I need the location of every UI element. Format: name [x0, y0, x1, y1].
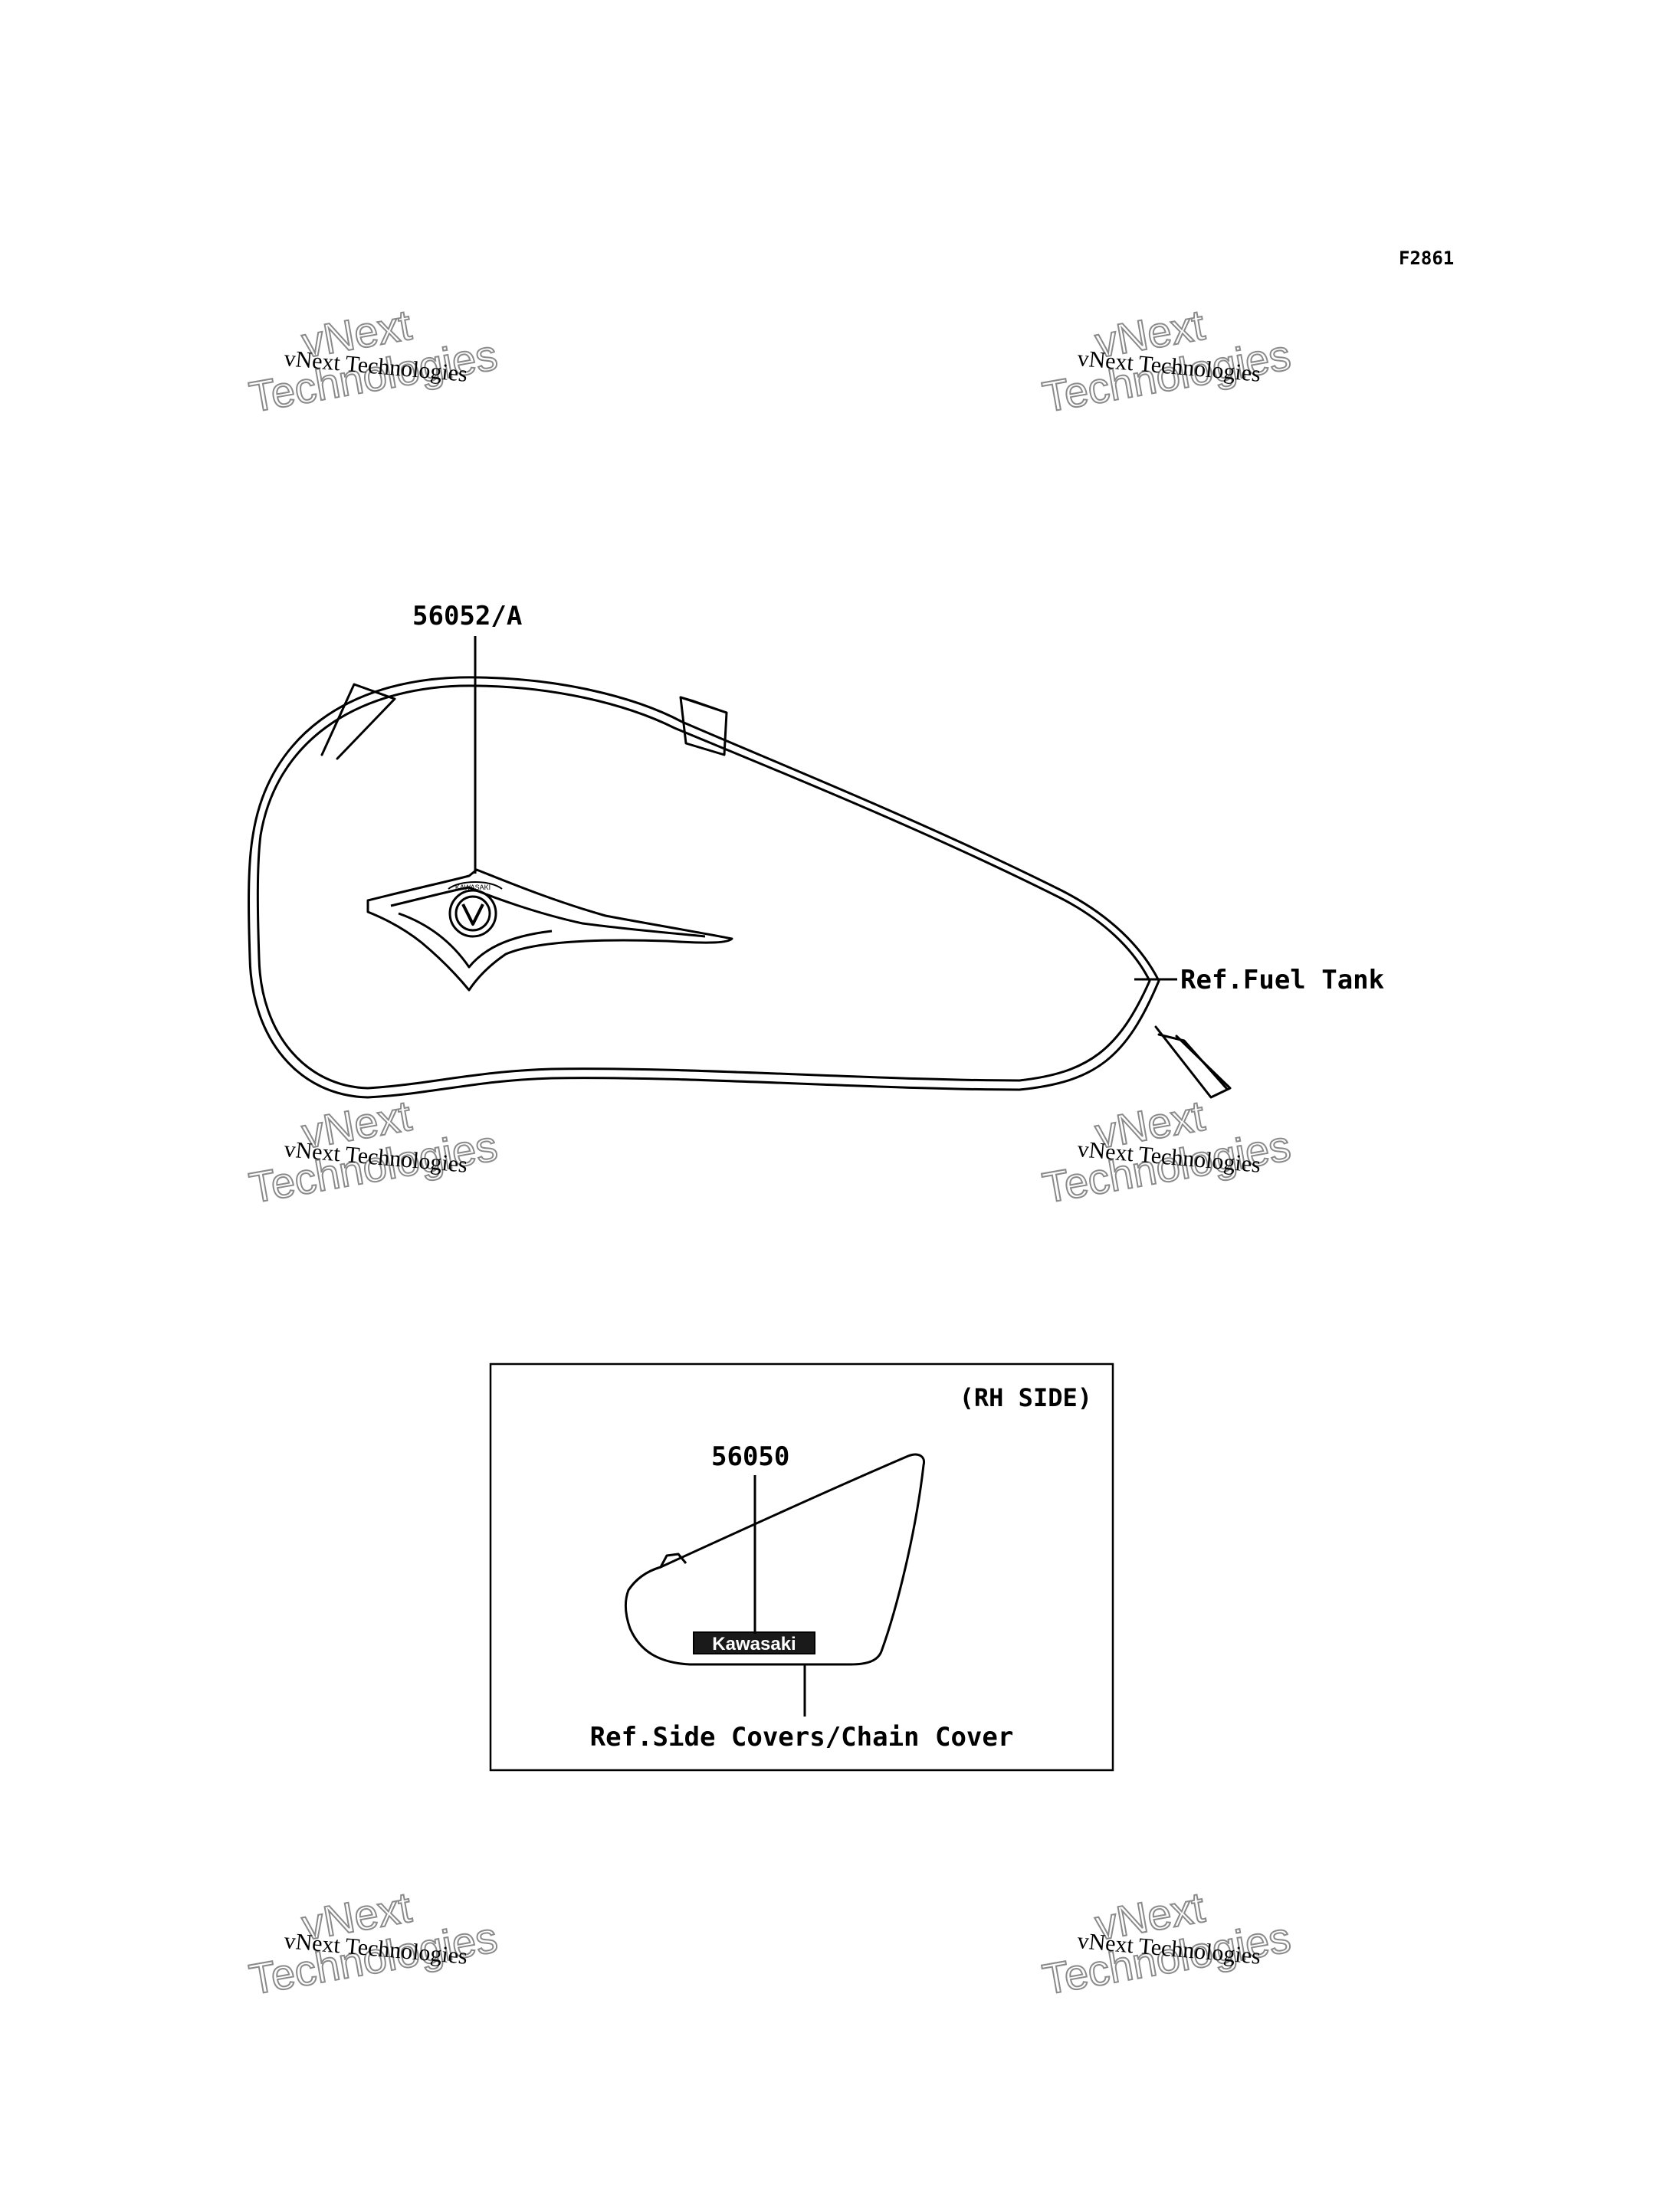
- tank-emblem-v-badge: [448, 889, 497, 938]
- fuel-tank-part-label: 56052/A: [412, 601, 522, 631]
- side-cover-drawing: [625, 1453, 926, 1666]
- side-cover-outline: [625, 1453, 926, 1666]
- tank-emblem-text: KAWASAKI: [455, 884, 491, 891]
- side-cover-box: [489, 1362, 1114, 1772]
- side-cover-decal-text: Kawasaki: [712, 1634, 796, 1654]
- figure-id: F2861: [1399, 248, 1454, 269]
- fuel-tank-inner-outline: [256, 684, 1151, 1090]
- side-cover-part-label: 56050: [711, 1441, 789, 1472]
- tank-emblem: [366, 868, 733, 992]
- side-cover-ref-label: Ref.Side Covers/Chain Cover: [590, 1722, 1014, 1753]
- fuel-tank-outer-outline: [248, 676, 1160, 1099]
- side-cover-side-label: (RH SIDE): [960, 1383, 1092, 1412]
- tank-emblem-v-letter: [461, 903, 484, 926]
- fuel-tank-drawing: [248, 676, 1232, 1099]
- fuel-tank-ref-label: Ref.Fuel Tank: [1180, 965, 1384, 995]
- side-cover-tab: [659, 1553, 687, 1568]
- tank-emblem-outline: [366, 868, 733, 992]
